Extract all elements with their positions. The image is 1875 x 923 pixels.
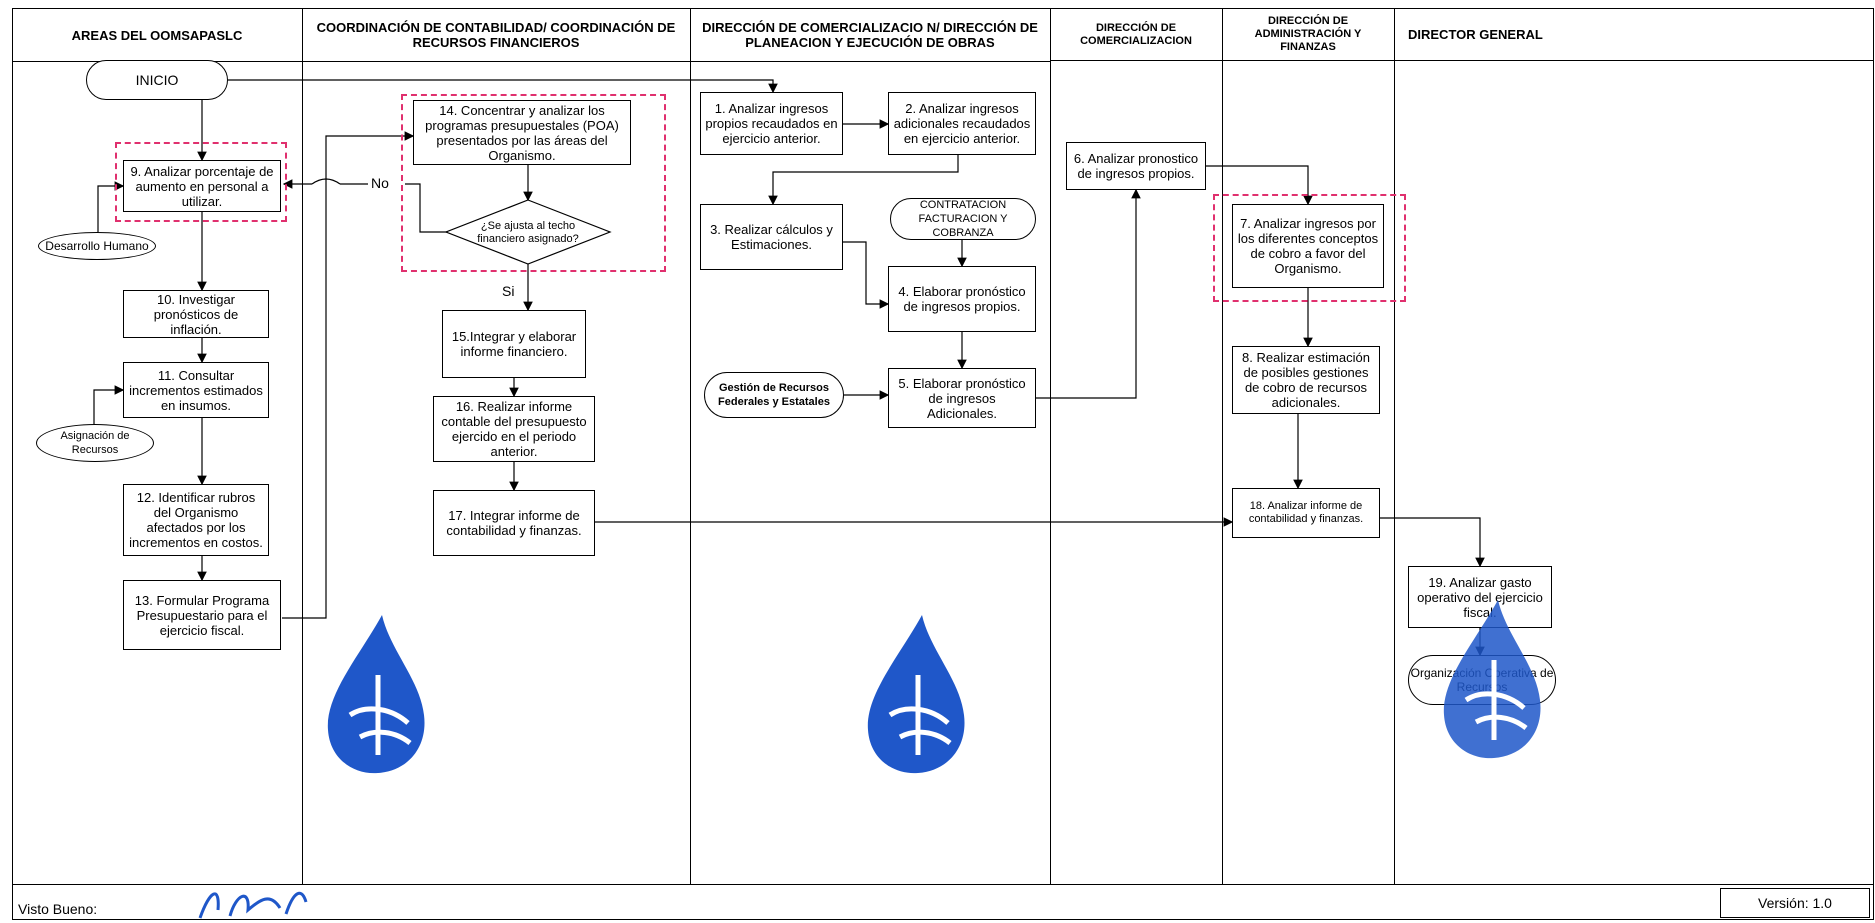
- input-asignacion-recursos: Asignación de Recursos: [36, 424, 154, 462]
- diagram-frame: [12, 8, 1874, 920]
- arrow-desarrollo-9: [97, 181, 125, 232]
- lane-header-administracion: DIRECCIÓN DE ADMINISTRACIÓN Y FINANZAS: [1222, 9, 1394, 61]
- arrow-3-4: [843, 241, 890, 309]
- lane-divider: [1222, 9, 1223, 884]
- si-label: Si: [502, 283, 515, 299]
- start-terminal: INICIO: [86, 60, 228, 100]
- decision-diamond: [444, 199, 612, 265]
- step-1: 1. Analizar ingresos propios recaudados …: [700, 92, 843, 155]
- lane-header-comercializacion-planeacion: DIRECCIÓN DE COMERCIALIZACIO N/ DIRECCIÓ…: [690, 9, 1050, 62]
- arrow-18-19: [1380, 517, 1485, 568]
- step-8: 8. Realizar estimación de posibles gesti…: [1232, 346, 1380, 414]
- step-19: 19. Analizar gasto operativo del ejercic…: [1408, 566, 1552, 628]
- highlight-step-9: [115, 142, 287, 222]
- signature: [198, 891, 308, 919]
- step-17: 17. Integrar informe de contabilidad y f…: [433, 490, 595, 556]
- no-label: No: [371, 175, 389, 191]
- arrow-inicio-1: [228, 79, 778, 94]
- highlight-step-7: [1213, 194, 1406, 302]
- lane-header-contabilidad: COORDINACIÓN DE CONTABILIDAD/ COORDINACI…: [302, 9, 690, 62]
- footer: [12, 884, 1874, 920]
- step-16: 16. Realizar informe contable del presup…: [433, 396, 595, 462]
- step-13: 13. Formular Programa Presupuestario par…: [123, 580, 281, 650]
- decision-label: ¿Se ajusta al techo financiero asignado?: [477, 220, 579, 245]
- version-label: Versión: 1.0: [1720, 888, 1870, 918]
- lane-divider: [1394, 9, 1395, 884]
- visto-bueno-label: Visto Bueno:: [18, 901, 98, 917]
- step-10: 10. Investigar pronósticos de inflación.: [123, 290, 269, 338]
- arrow-2-3: [768, 155, 959, 206]
- lane-divider: [302, 9, 303, 884]
- step-6: 6. Analizar pronostico de ingresos propi…: [1066, 142, 1206, 190]
- arrow-asignacion-11: [93, 385, 125, 424]
- step-15: 15.Integrar y elaborar informe financier…: [442, 310, 586, 378]
- step-4: 4. Elaborar pronóstico de ingresos propi…: [888, 266, 1036, 332]
- lane-divider: [690, 9, 691, 884]
- water-drop-logo: [1443, 600, 1541, 759]
- input-contratacion: CONTRATACION FACTURACION Y COBRANZA: [890, 198, 1036, 240]
- step-7: 7. Analizar ingresos por los diferentes …: [1232, 204, 1384, 288]
- arrow-6-7: [1206, 165, 1313, 206]
- highlight-step-14: [401, 94, 666, 272]
- arrow-decision-no: [405, 183, 447, 233]
- input-gestion-recursos: Gestión de Recursos Federales y Estatale…: [704, 372, 844, 418]
- step-18: 18. Analizar informe de contabilidad y f…: [1232, 488, 1380, 538]
- step-9: 9. Analizar porcentaje de aumento en per…: [123, 160, 281, 212]
- arrow-5-6: [1036, 188, 1141, 399]
- step-12: 12. Identificar rubros del Organismo afe…: [123, 484, 269, 556]
- step-2: 2. Analizar ingresos adicionales recauda…: [888, 92, 1036, 155]
- step-3: 3. Realizar cálculos y Estimaciones.: [700, 204, 843, 270]
- arrow-13-14: [282, 131, 415, 619]
- lane-header-comercializacion: DIRECCIÓN DE COMERCIALIZACION: [1050, 9, 1222, 61]
- water-drop-logo: [327, 615, 425, 774]
- water-drop-logo: [867, 615, 965, 774]
- step-11: 11. Consultar incrementos estimados en i…: [123, 362, 269, 418]
- step-14: 14. Concentrar y analizar los programas …: [413, 100, 631, 165]
- lane-divider: [1050, 9, 1051, 884]
- step-5: 5. Elaborar pronóstico de ingresos Adici…: [888, 368, 1036, 428]
- lane-header-director: DIRECTOR GENERAL: [1394, 9, 1874, 61]
- input-desarrollo-humano: Desarrollo Humano: [38, 232, 156, 260]
